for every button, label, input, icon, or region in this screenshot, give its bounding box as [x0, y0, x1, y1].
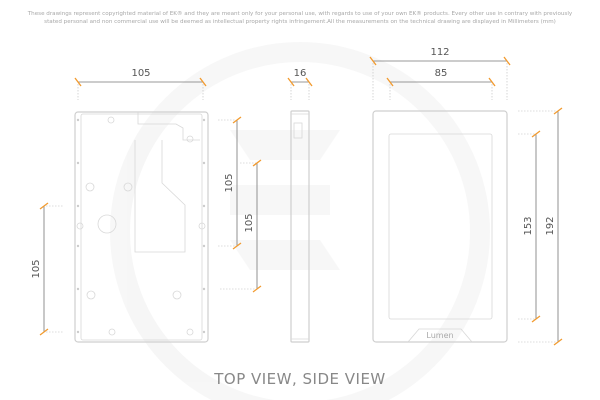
dim-back-width: 105: [74, 68, 207, 100]
dim-side-thickness: 16: [287, 68, 313, 100]
svg-text:153: 153: [523, 216, 534, 235]
dim-back-right-height-2: 105: [220, 159, 262, 293]
copyright-disclaimer: These drawings represent copyrighted mat…: [27, 11, 573, 25]
svg-text:192: 192: [545, 216, 556, 235]
lumen-label: Lumen: [426, 331, 453, 340]
dim-back-left-height: 105: [31, 202, 63, 336]
dim-screen-width: 85: [386, 68, 496, 100]
front-view: Lumen: [372, 110, 508, 343]
drawing-title: TOP VIEW, SIDE VIEW: [213, 370, 386, 388]
dim-screen-height: 153: [518, 130, 541, 323]
dim-back-right-height-1: 105: [218, 116, 242, 250]
side-view: [290, 110, 310, 343]
svg-text:112: 112: [430, 47, 449, 58]
dim-front-height: 192: [518, 107, 563, 346]
back-view: [74, 111, 209, 343]
svg-text:105: 105: [131, 68, 150, 79]
dim-front-width: 112: [369, 47, 511, 100]
svg-text:105: 105: [244, 213, 255, 232]
svg-text:105: 105: [31, 259, 42, 278]
svg-text:105: 105: [224, 173, 235, 192]
ek-watermark-logo: [110, 42, 490, 400]
svg-text:85: 85: [435, 68, 448, 79]
svg-text:16: 16: [294, 68, 307, 79]
